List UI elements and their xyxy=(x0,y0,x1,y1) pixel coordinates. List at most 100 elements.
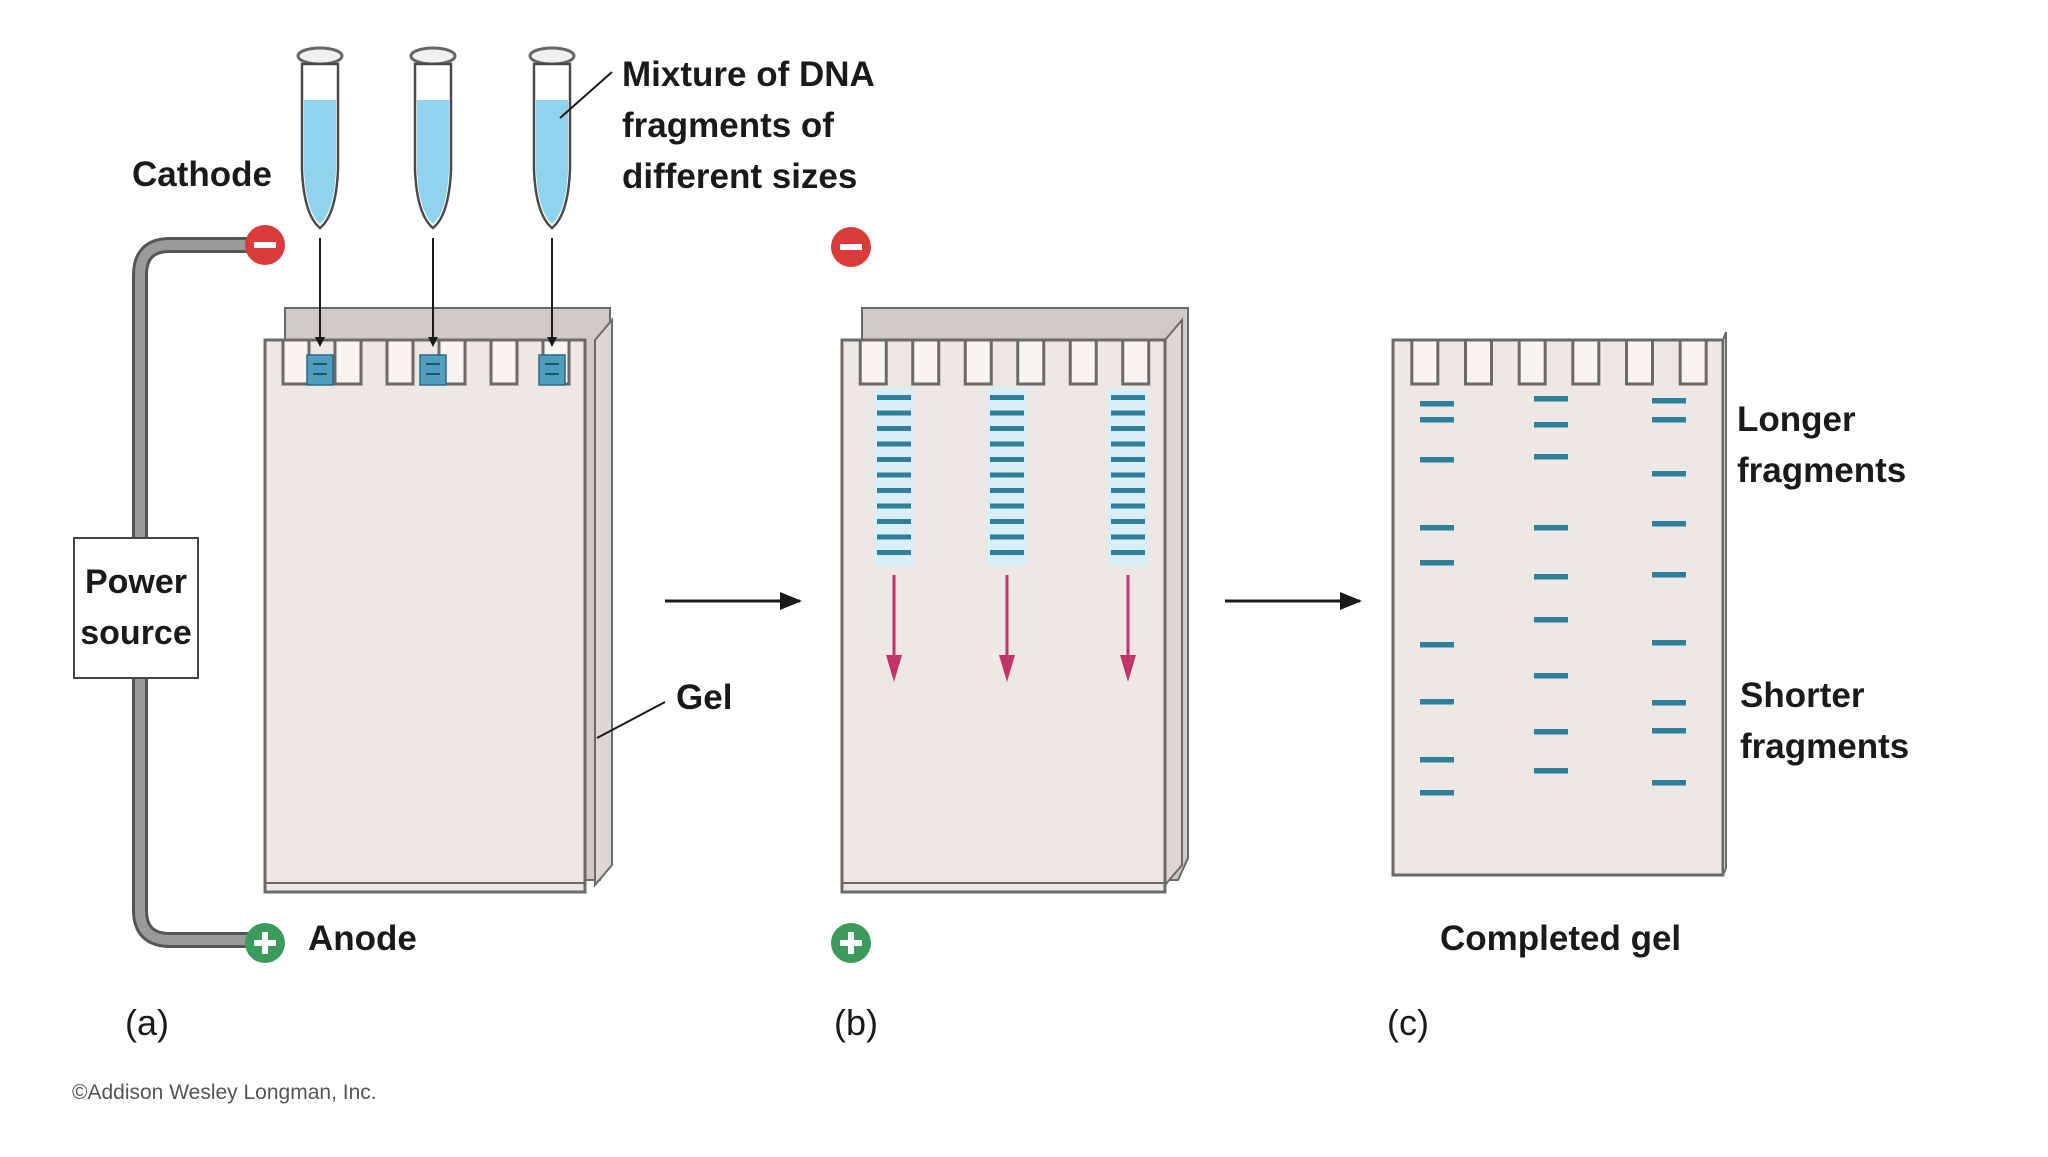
dna-band xyxy=(1534,454,1568,460)
migration-arrows xyxy=(886,575,1136,682)
dna-band xyxy=(1111,441,1145,447)
dna-band xyxy=(1420,401,1454,407)
panel-c-label: (c) xyxy=(1387,1002,1429,1043)
dna-band xyxy=(1652,572,1686,578)
dna-band xyxy=(990,503,1024,509)
longer-fragments-label: Longer fragments xyxy=(1737,400,1907,490)
dna-band xyxy=(1111,550,1145,555)
power-source-label: Power source xyxy=(80,563,192,652)
dna-band xyxy=(1111,472,1145,478)
dna-band xyxy=(1534,768,1568,774)
tube-cap xyxy=(528,46,576,66)
bands-completed xyxy=(1420,396,1686,796)
dna-band xyxy=(1652,700,1686,706)
dna-band xyxy=(990,441,1024,447)
gel-well xyxy=(858,338,888,386)
dna-mixture xyxy=(417,100,449,224)
loaded-sample xyxy=(538,354,566,386)
copyright-credit: ©Addison Wesley Longman, Inc. xyxy=(72,1081,377,1104)
dna-band xyxy=(1111,519,1145,524)
dna-band xyxy=(990,550,1024,555)
dna-band xyxy=(877,395,911,400)
dna-band xyxy=(1534,574,1568,580)
gel-well xyxy=(385,338,415,386)
gel-well xyxy=(1625,338,1654,386)
dna-band xyxy=(990,472,1024,478)
dna-mixture xyxy=(536,100,568,224)
gel-well xyxy=(1016,338,1046,386)
dna-band xyxy=(1652,521,1686,527)
gel-well xyxy=(1571,338,1601,386)
gel-well xyxy=(333,338,363,386)
dna-band xyxy=(1420,642,1454,648)
dna-band xyxy=(1111,457,1145,462)
dna-band xyxy=(1534,729,1568,735)
sample-tube xyxy=(296,46,344,386)
mixture-label: Mixture of DNA fragments of different si… xyxy=(622,55,875,196)
dna-band xyxy=(1111,534,1145,540)
dna-band xyxy=(877,550,911,555)
panel-a-label: (a) xyxy=(125,1002,169,1043)
power-source-box: Power source xyxy=(73,537,199,679)
dna-band xyxy=(990,534,1024,540)
dna-band xyxy=(1420,417,1454,423)
sample-tubes xyxy=(296,46,576,386)
dna-band xyxy=(877,441,911,447)
dna-band xyxy=(877,488,911,493)
dna-band xyxy=(990,395,1024,400)
gel-c xyxy=(1391,331,1727,877)
gel-well xyxy=(963,338,993,386)
shorter-fragments-label: Shorter fragments xyxy=(1740,676,1910,766)
dna-band xyxy=(877,472,911,478)
anode-electrode-a xyxy=(245,923,285,963)
panel-b-label: (b) xyxy=(834,1002,878,1043)
loaded-sample xyxy=(306,354,334,386)
arrow-head xyxy=(1120,655,1136,682)
dna-band xyxy=(990,488,1024,493)
dna-band xyxy=(1420,525,1454,531)
mixture-leader-line xyxy=(559,71,613,119)
dna-band xyxy=(1420,457,1454,463)
dna-band xyxy=(877,457,911,462)
dna-band xyxy=(1652,728,1686,734)
dna-band xyxy=(990,410,1024,416)
sample-tube xyxy=(409,46,457,386)
dna-band xyxy=(1111,426,1145,431)
dna-band xyxy=(1534,617,1568,623)
dna-band xyxy=(1652,398,1686,404)
dna-band xyxy=(990,426,1024,431)
dna-band xyxy=(1534,422,1568,428)
gel-label: Gel xyxy=(676,678,733,717)
arrow-head xyxy=(886,655,902,682)
dna-band xyxy=(990,519,1024,524)
dna-band xyxy=(990,457,1024,462)
tube-cap xyxy=(409,46,457,66)
migration-arrow xyxy=(886,575,902,682)
dna-band xyxy=(1534,673,1568,679)
gel-well xyxy=(1121,338,1151,386)
dna-band xyxy=(1420,699,1454,705)
dna-band xyxy=(1652,471,1686,477)
dna-band xyxy=(1534,525,1568,531)
migration-arrow xyxy=(999,575,1015,682)
cathode-electrode-b xyxy=(831,227,871,267)
gel-well xyxy=(1678,338,1708,386)
dna-band xyxy=(1534,396,1568,402)
anode-electrode-b xyxy=(831,923,871,963)
loaded-sample xyxy=(419,354,447,386)
gel-leader-line xyxy=(596,701,666,739)
dna-band xyxy=(877,534,911,540)
dna-band xyxy=(1111,395,1145,400)
bands-running xyxy=(874,388,1148,566)
dna-band xyxy=(877,503,911,509)
dna-band xyxy=(877,426,911,431)
gel-well xyxy=(489,338,519,386)
gel-well xyxy=(281,338,311,386)
dna-band xyxy=(877,519,911,524)
dna-mixture xyxy=(304,100,336,224)
dna-band xyxy=(1420,560,1454,566)
tube-cap xyxy=(296,46,344,66)
dna-band xyxy=(1420,790,1454,796)
